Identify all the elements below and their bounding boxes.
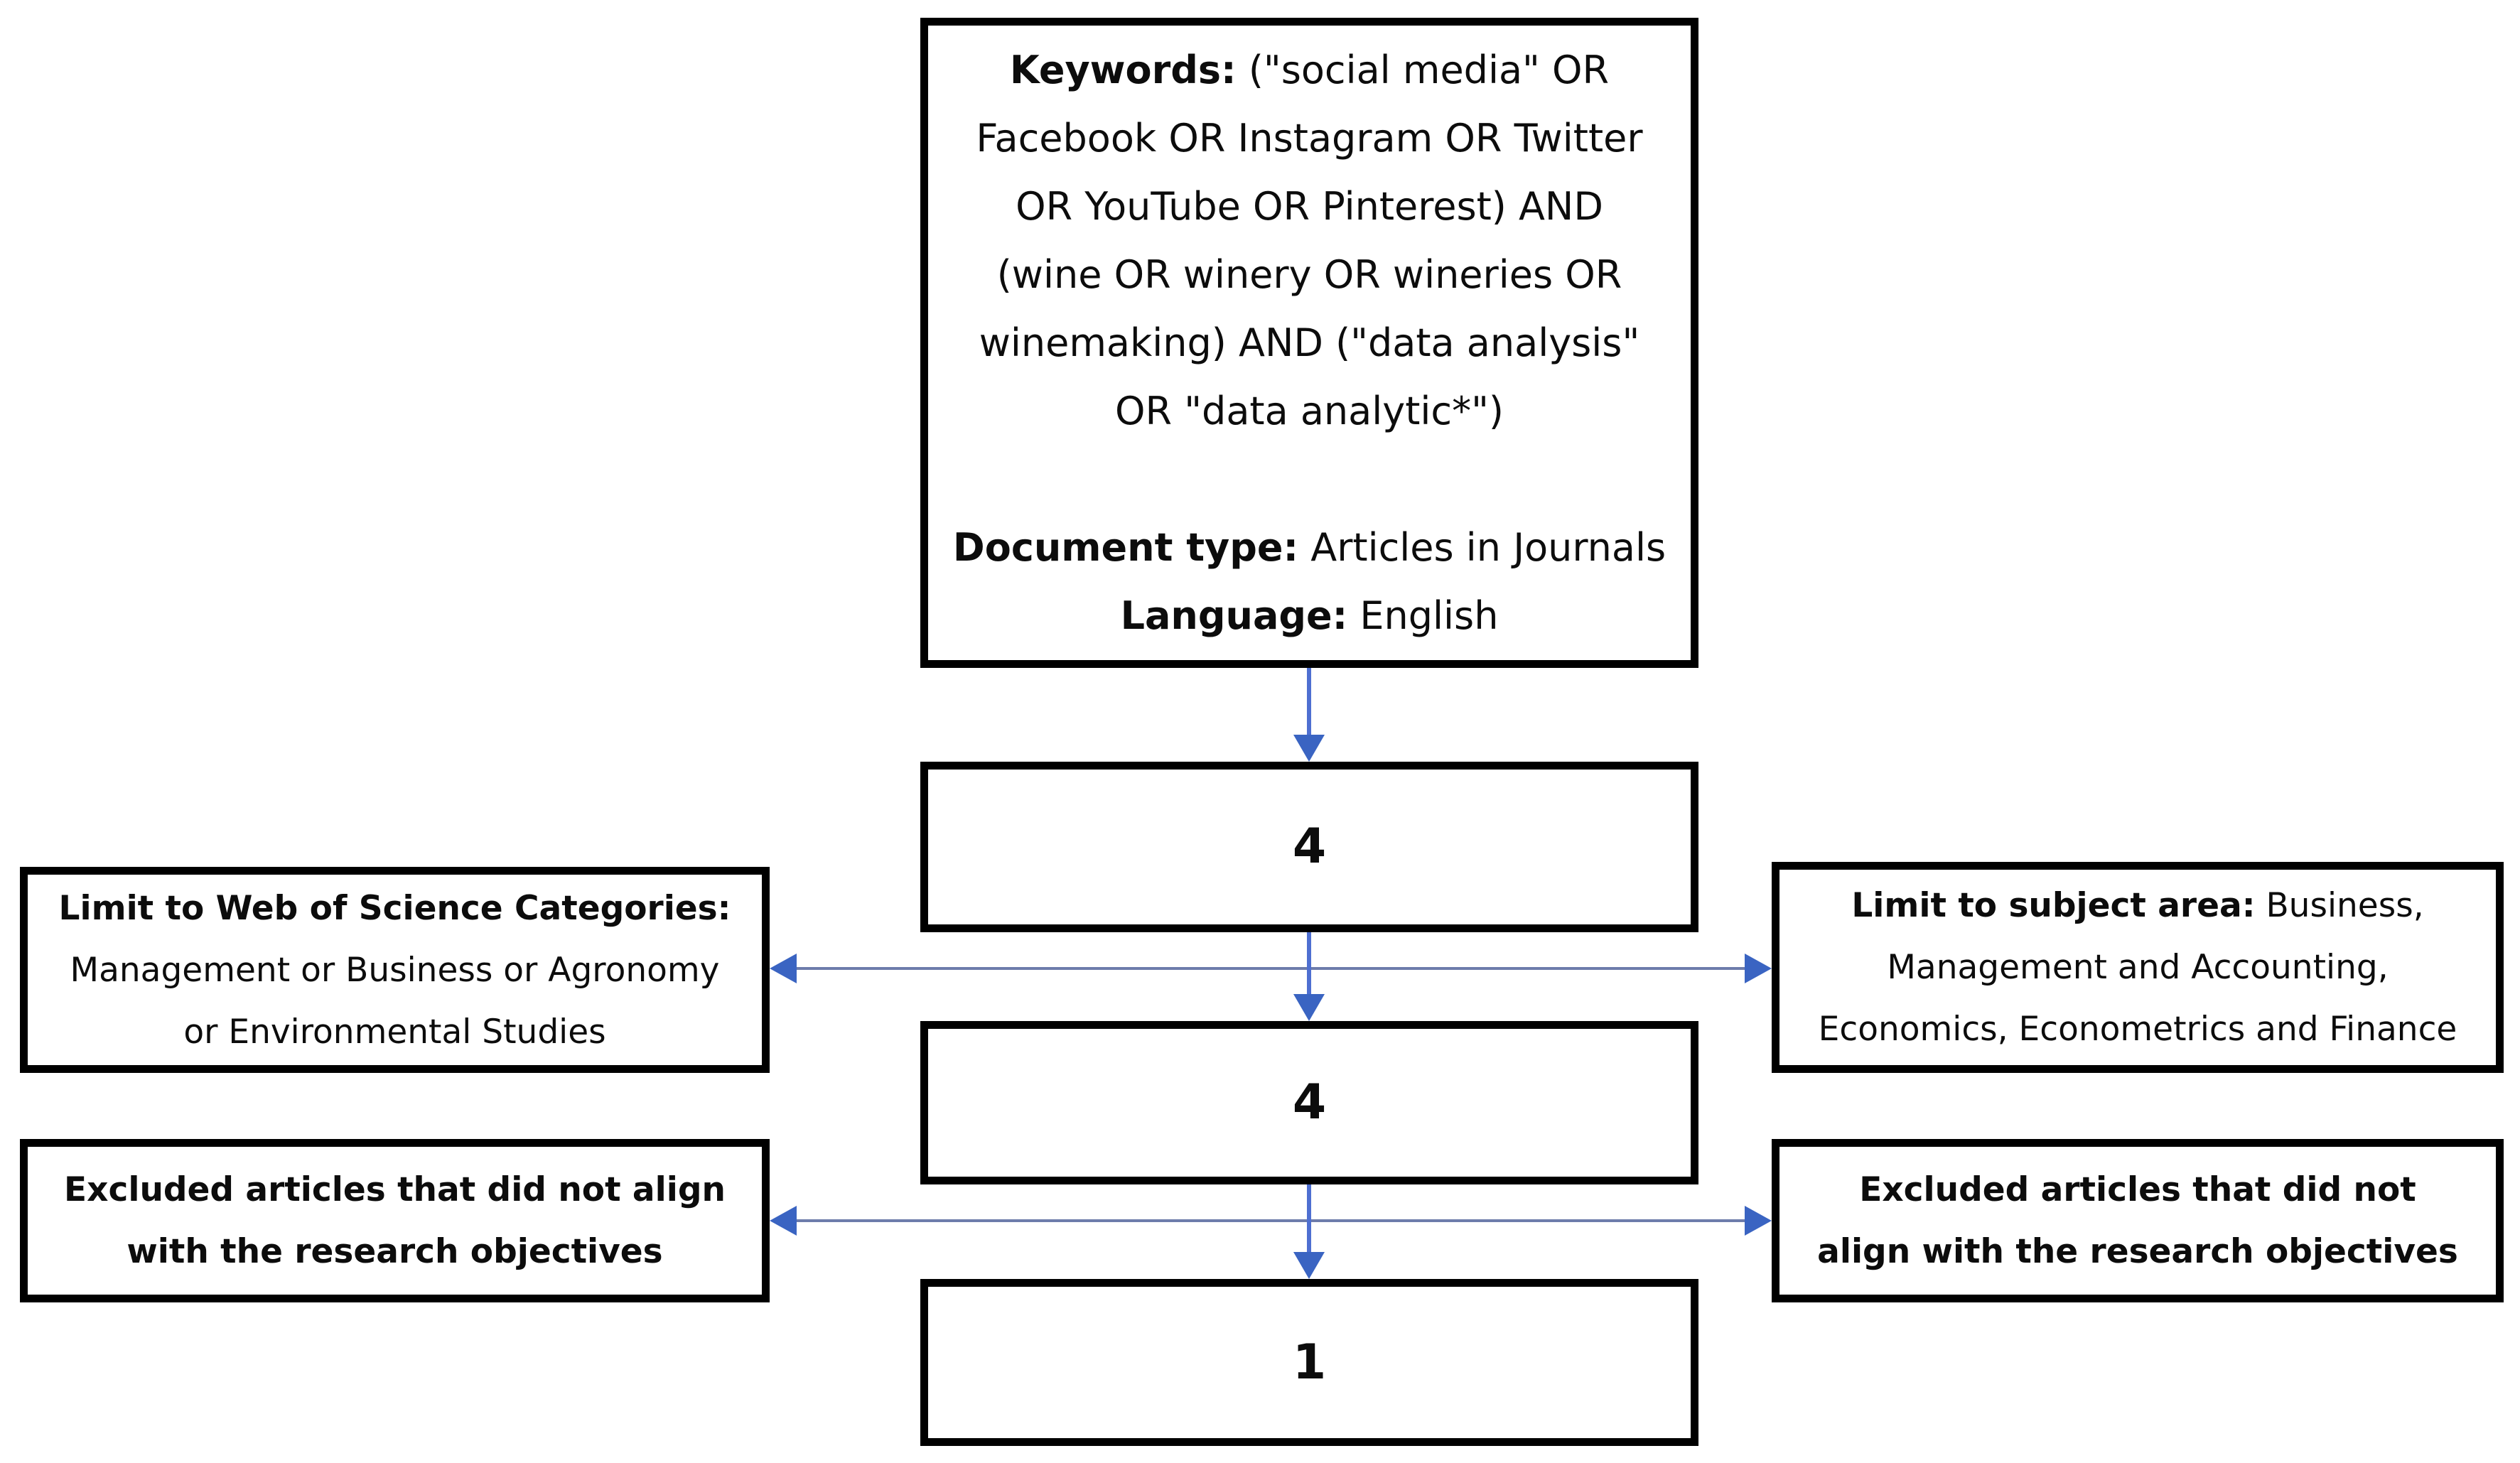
text-line: (wine OR winery OR wineries OR — [996, 252, 1622, 297]
text-line: Limit to subject area: Business, — [1851, 886, 2424, 925]
down-arrow-line — [1307, 668, 1311, 739]
down-arrow-line — [1307, 932, 1311, 998]
text-line: OR YouTube OR Pinterest) AND — [1016, 183, 1603, 229]
text-line: OR "data analytic*") — [1115, 388, 1504, 433]
excluded-articles-left-box: Excluded articles that did not align wit… — [20, 1139, 770, 1302]
count-box-records-identified: 4 — [920, 762, 1698, 932]
record-count: 4 — [1292, 819, 1327, 875]
text-line: Economics, Econometrics and Finance — [1818, 1010, 2457, 1049]
wos-categories-box: Limit to Web of Science Categories: Mana… — [20, 867, 770, 1073]
filter-arrow-line — [790, 967, 1751, 970]
excluded-articles-right-box: Excluded articles that did not align wit… — [1772, 1139, 2504, 1302]
text-line: Excluded articles that did not — [1859, 1170, 2416, 1209]
subject-area-label: Limit to subject area: — [1851, 886, 2256, 925]
record-count: 4 — [1292, 1074, 1327, 1130]
text-line: Limit to Web of Science Categories: — [59, 878, 731, 939]
exclusion-arrow-line — [790, 1219, 1751, 1222]
subject-area-box: Limit to subject area: Business, Managem… — [1772, 862, 2504, 1073]
document-type-value: Articles in Journals — [1298, 524, 1666, 570]
text-line: Language: English — [1121, 582, 1499, 650]
text-line: Keywords: ("social media" OR — [1010, 36, 1609, 104]
text-line: align with the research objectives — [1817, 1232, 2458, 1271]
left-arrowhead-icon — [770, 1206, 797, 1236]
count-box-records-included: 1 — [920, 1279, 1698, 1446]
document-type-label: Document type: — [952, 524, 1299, 570]
language-value: English — [1347, 593, 1499, 638]
right-arrowhead-icon — [1745, 954, 1772, 983]
record-count: 1 — [1292, 1334, 1327, 1391]
text-line: or Environmental Studies — [183, 1012, 606, 1052]
text-line: Management and Accounting, — [1887, 948, 2389, 987]
left-arrowhead-icon — [770, 954, 797, 983]
down-arrow-line — [1307, 1184, 1311, 1256]
text-line: Management or Business or Agronomy — [70, 950, 720, 990]
count-box-records-screened: 4 — [920, 1021, 1698, 1184]
language-label: Language: — [1120, 593, 1348, 638]
keywords-query-part: ("social media" OR — [1236, 47, 1610, 92]
down-arrowhead-icon — [1293, 994, 1325, 1021]
text-line: Facebook OR Instagram OR Twitter — [976, 115, 1643, 161]
text-line: Document type: Articles in Journals — [953, 514, 1666, 582]
keywords-label: Keywords: — [1009, 47, 1237, 92]
text-line: with the research objectives — [126, 1232, 663, 1271]
text-line: Excluded articles that did not align — [64, 1170, 726, 1209]
down-arrowhead-icon — [1293, 1252, 1325, 1279]
down-arrowhead-icon — [1293, 735, 1325, 762]
wos-categories-label: Limit to Web of Science Categories: — [58, 888, 731, 928]
text-line: winemaking) AND ("data analysis" — [979, 320, 1640, 365]
right-arrowhead-icon — [1745, 1206, 1772, 1236]
keywords-box: Keywords: ("social media" OR Facebook OR… — [920, 18, 1698, 668]
